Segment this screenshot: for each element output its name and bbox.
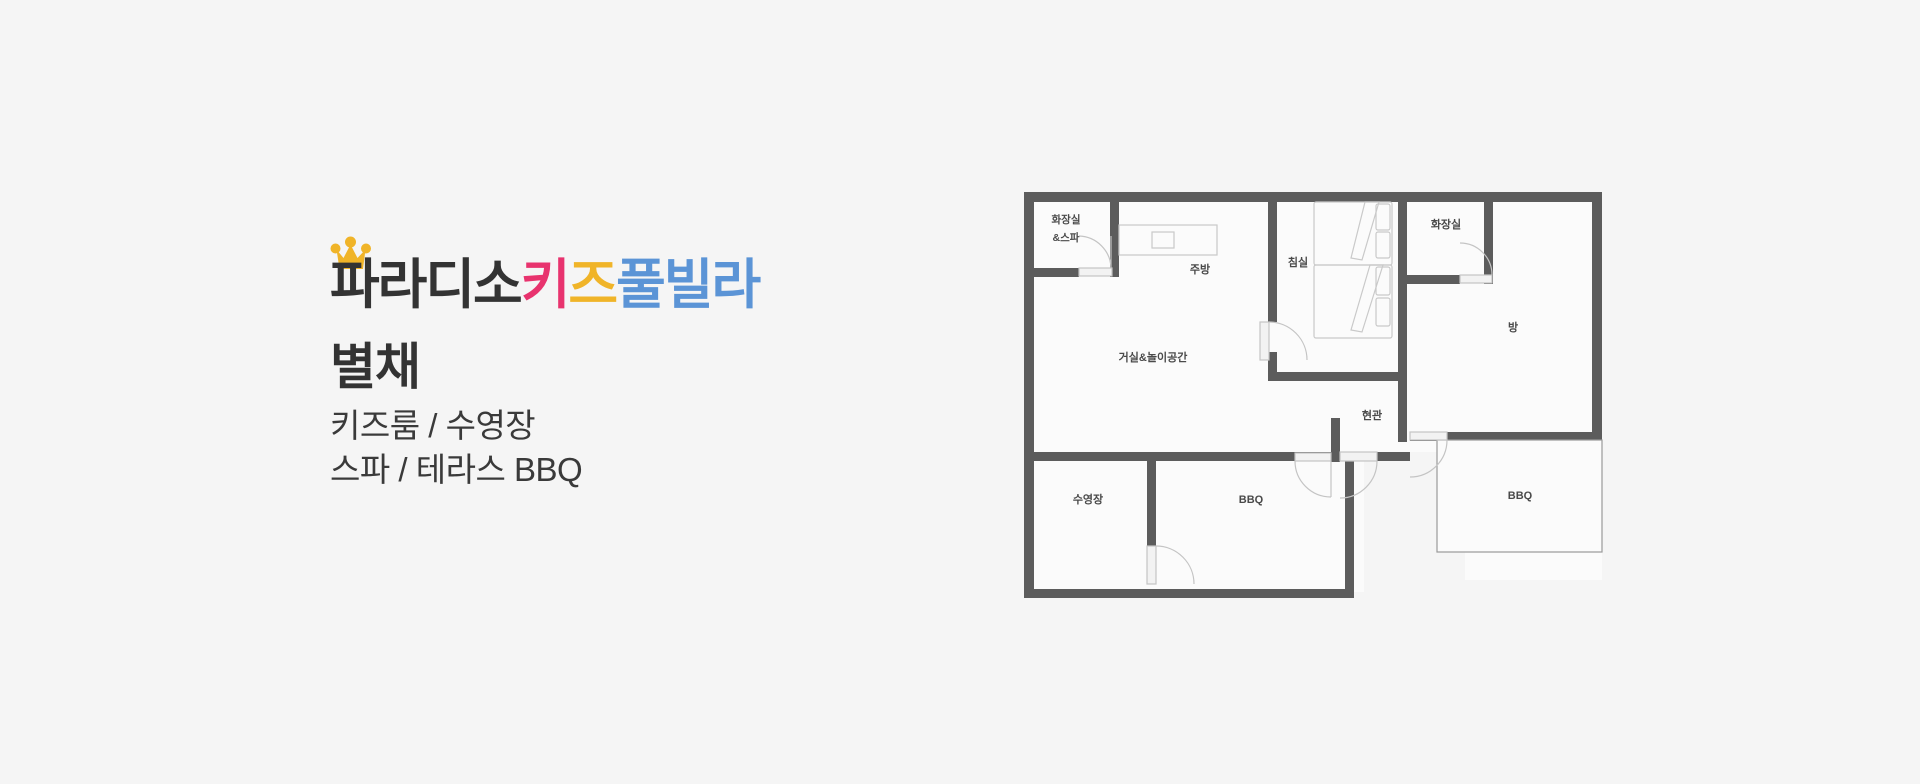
furniture [1118,201,1393,339]
room-label-bbq-inner: BBQ [1239,494,1264,506]
room-label-bathroom: 화장실 [1431,217,1461,231]
door-entrance-inner [1294,452,1332,498]
amenities-line-2: 스파 / 테라스 BBQ [330,450,583,488]
door-bathroom [1459,242,1493,284]
door-room [1409,431,1448,478]
villa-info-panel: 파라디소키즈풀빌라 별채 키즈룸 / 수영장 스파 / 테라스 BBQ [330,236,890,492]
kitchen-counter [1118,224,1218,256]
door-entrance-outer [1339,451,1378,499]
room-label-pool: 수영장 [1073,492,1103,506]
wordmark-part-3: 즈 [568,255,618,315]
door-bath-spa [1078,235,1113,277]
room-label-bath-spa-line2: &스파 [1053,231,1080,244]
amenities-list: 키즈룸 / 수영장 스파 / 테라스 BBQ [330,404,890,492]
brand-wordmark: 파라디소키즈풀빌라 [330,255,761,315]
crown-icon [330,236,371,269]
floorplan-diagram: 화장실 &스파 주방 거실&놀이공간 침실 화장실 방 현관 수영장 BBQ B… [1024,192,1603,598]
wordmark-part-2: 키 [520,255,571,315]
floorplan: 화장실 &스파 주방 거실&놀이공간 침실 화장실 방 현관 수영장 BBQ B… [1010,180,1630,610]
doors [1078,235,1493,585]
amenities-line-1: 키즈룸 / 수영장 [330,407,536,444]
exterior-walls [1024,192,1602,598]
brand-logo: 파라디소키즈풀빌라 [330,236,890,320]
door-pool [1146,545,1195,585]
room-label-kitchen: 주방 [1190,262,1210,276]
bbq-terrace-outline [1436,439,1603,553]
room-label-bedroom: 침실 [1288,255,1308,269]
door-bedroom [1259,321,1308,361]
room-label-living-play: 거실&놀이공간 [1119,350,1188,364]
room-label-entrance: 현관 [1362,408,1382,422]
room-label-bbq-terrace: BBQ [1508,490,1533,502]
bed-2 [1313,264,1393,339]
room-label-room: 방 [1508,320,1518,334]
wordmark-part-4: 풀빌라 [616,255,761,315]
page-title: 별채 [330,339,421,395]
room-labels: 화장실 &스파 주방 거실&놀이공간 침실 화장실 방 현관 수영장 BBQ B… [1052,213,1533,506]
room-label-bath-spa-line1: 화장실 [1052,213,1081,226]
wordmark-part-1: 파라디소 [330,255,523,315]
